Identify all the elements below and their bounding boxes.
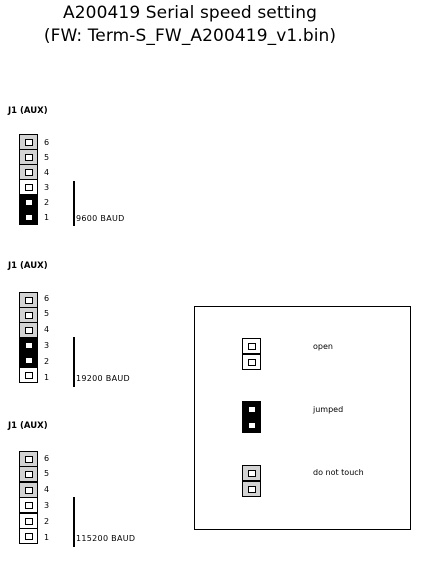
- pin-number: 5: [44, 153, 50, 162]
- pin-2: [19, 352, 38, 368]
- pin-number: 6: [44, 138, 50, 147]
- pin-4: [19, 322, 38, 338]
- legend-pin: [242, 465, 261, 481]
- legend-pin: [242, 338, 261, 354]
- pin-pad: [25, 327, 33, 334]
- pin-4: [19, 164, 38, 180]
- pin-pad: [25, 199, 33, 206]
- pin-number: 4: [44, 168, 50, 177]
- baud-label: 9600 BAUD: [76, 214, 125, 223]
- legend-pin: [242, 481, 261, 497]
- pin-pad: [25, 533, 33, 540]
- legend-box: [194, 306, 411, 530]
- pin-number: 2: [44, 198, 50, 207]
- legend-label-open: open: [313, 342, 333, 351]
- pin-1: [19, 209, 38, 225]
- legend-swatch-open: [242, 338, 261, 370]
- pin-2: [19, 513, 38, 529]
- pin-pad: [25, 471, 33, 478]
- baud-indicator-line: [73, 337, 75, 387]
- baud-indicator-line: [73, 497, 75, 547]
- baud-label: 115200 BAUD: [76, 534, 136, 543]
- pin-2: [19, 194, 38, 210]
- pin-6: [19, 451, 38, 467]
- pin-6: [19, 292, 38, 308]
- pin-pad: [25, 372, 33, 379]
- pin-number: 1: [44, 213, 50, 222]
- pin-number: 5: [44, 469, 50, 478]
- pin-number: 1: [44, 373, 50, 382]
- pin-pad: [248, 343, 256, 350]
- pin-pad: [25, 518, 33, 525]
- pin-number: 5: [44, 309, 50, 318]
- legend-label-do-not-touch: do not touch: [313, 468, 364, 477]
- legend-label-jumped: jumped: [313, 405, 344, 414]
- pin-3: [19, 497, 38, 513]
- pin-pad: [25, 184, 33, 191]
- pin-number: 3: [44, 183, 50, 192]
- pin-pad: [248, 470, 256, 477]
- connector-label: J1 (AUX): [8, 421, 48, 431]
- pin-pad: [248, 359, 256, 366]
- pin-pad: [25, 297, 33, 304]
- pin-pad: [25, 456, 33, 463]
- pin-5: [19, 307, 38, 323]
- pin-number: 2: [44, 357, 50, 366]
- pin-number: 2: [44, 517, 50, 526]
- pin-number: 6: [44, 294, 50, 303]
- pin-number: 6: [44, 454, 50, 463]
- legend-pin: [242, 417, 261, 433]
- pin-number: 3: [44, 341, 50, 350]
- pin-pad: [248, 406, 256, 413]
- connector-label: J1 (AUX): [8, 106, 48, 116]
- pin-pad: [25, 154, 33, 161]
- legend-pin: [242, 401, 261, 417]
- pin-pad: [25, 214, 33, 221]
- baud-label: 19200 BAUD: [76, 374, 130, 383]
- pin-3: [19, 337, 38, 353]
- pin-6: [19, 134, 38, 150]
- pin-pad: [25, 139, 33, 146]
- legend-pin: [242, 354, 261, 370]
- pin-3: [19, 179, 38, 195]
- pin-1: [19, 367, 38, 383]
- title-line-1: A200419 Serial speed setting: [63, 3, 317, 23]
- pin-pad: [248, 422, 256, 429]
- pin-1: [19, 528, 38, 544]
- connector-label: J1 (AUX): [8, 261, 48, 271]
- pin-number: 4: [44, 485, 50, 494]
- pin-pad: [25, 357, 33, 364]
- pin-number: 4: [44, 325, 50, 334]
- baud-indicator-line: [73, 181, 75, 226]
- pin-pad: [248, 486, 256, 493]
- pin-pad: [25, 487, 33, 494]
- legend-swatch-do-not-touch: [242, 465, 261, 497]
- pin-4: [19, 482, 38, 498]
- pin-5: [19, 466, 38, 482]
- pin-pad: [25, 342, 33, 349]
- pin-pad: [25, 312, 33, 319]
- pin-number: 1: [44, 533, 50, 542]
- pin-number: 3: [44, 501, 50, 510]
- pin-5: [19, 149, 38, 165]
- pin-pad: [25, 169, 33, 176]
- title-line-2: (FW: Term-S_FW_A200419_v1.bin): [43, 26, 337, 46]
- pin-pad: [25, 502, 33, 509]
- legend-swatch-jumped: [242, 401, 261, 433]
